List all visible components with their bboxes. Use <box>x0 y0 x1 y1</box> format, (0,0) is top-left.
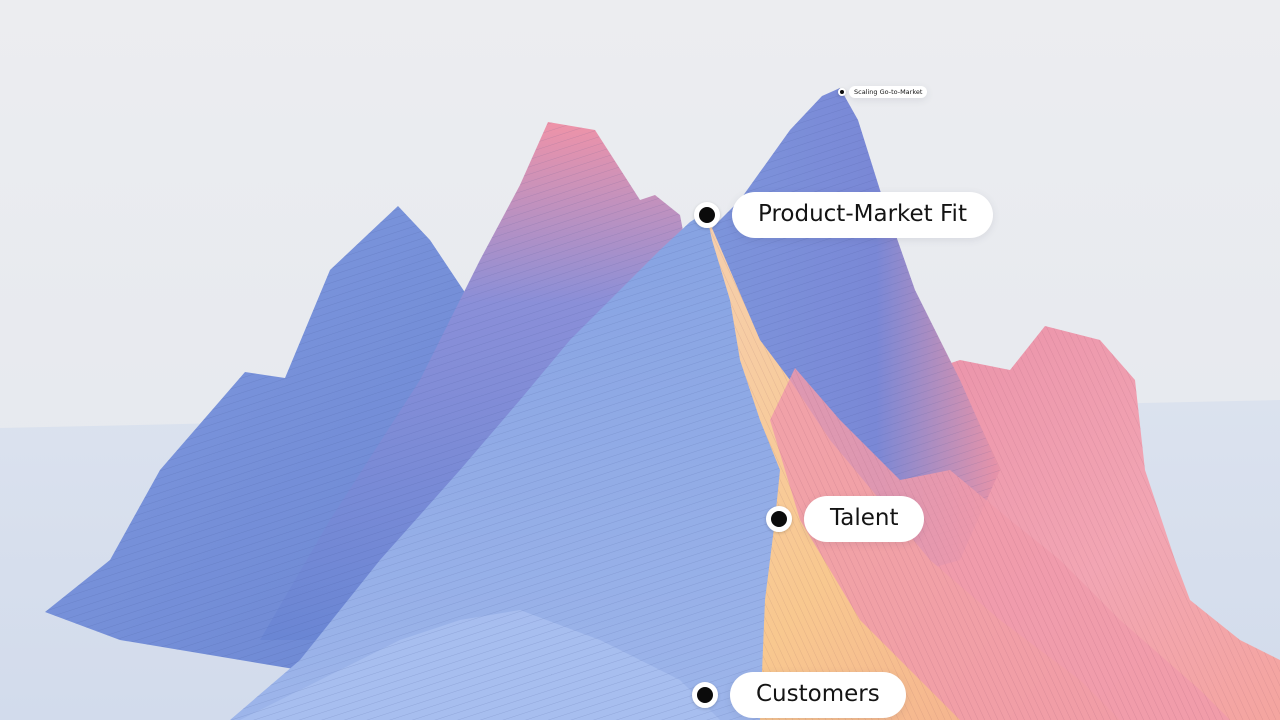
marker-scaling-go-to-market[interactable]: Scaling Go-to-Market <box>838 86 928 98</box>
marker-dot <box>766 506 792 532</box>
marker-customers[interactable]: Customers <box>692 672 906 718</box>
marker-label: Customers <box>730 672 906 718</box>
marker-product-market-fit[interactable]: Product-Market Fit <box>694 192 993 238</box>
marker-dot <box>692 682 718 708</box>
marker-dot <box>838 88 846 96</box>
marker-dot <box>694 202 720 228</box>
marker-label: Product-Market Fit <box>732 192 993 238</box>
marker-label: Scaling Go-to-Market <box>849 86 928 98</box>
marker-talent[interactable]: Talent <box>766 496 925 542</box>
marker-label: Talent <box>804 496 925 542</box>
